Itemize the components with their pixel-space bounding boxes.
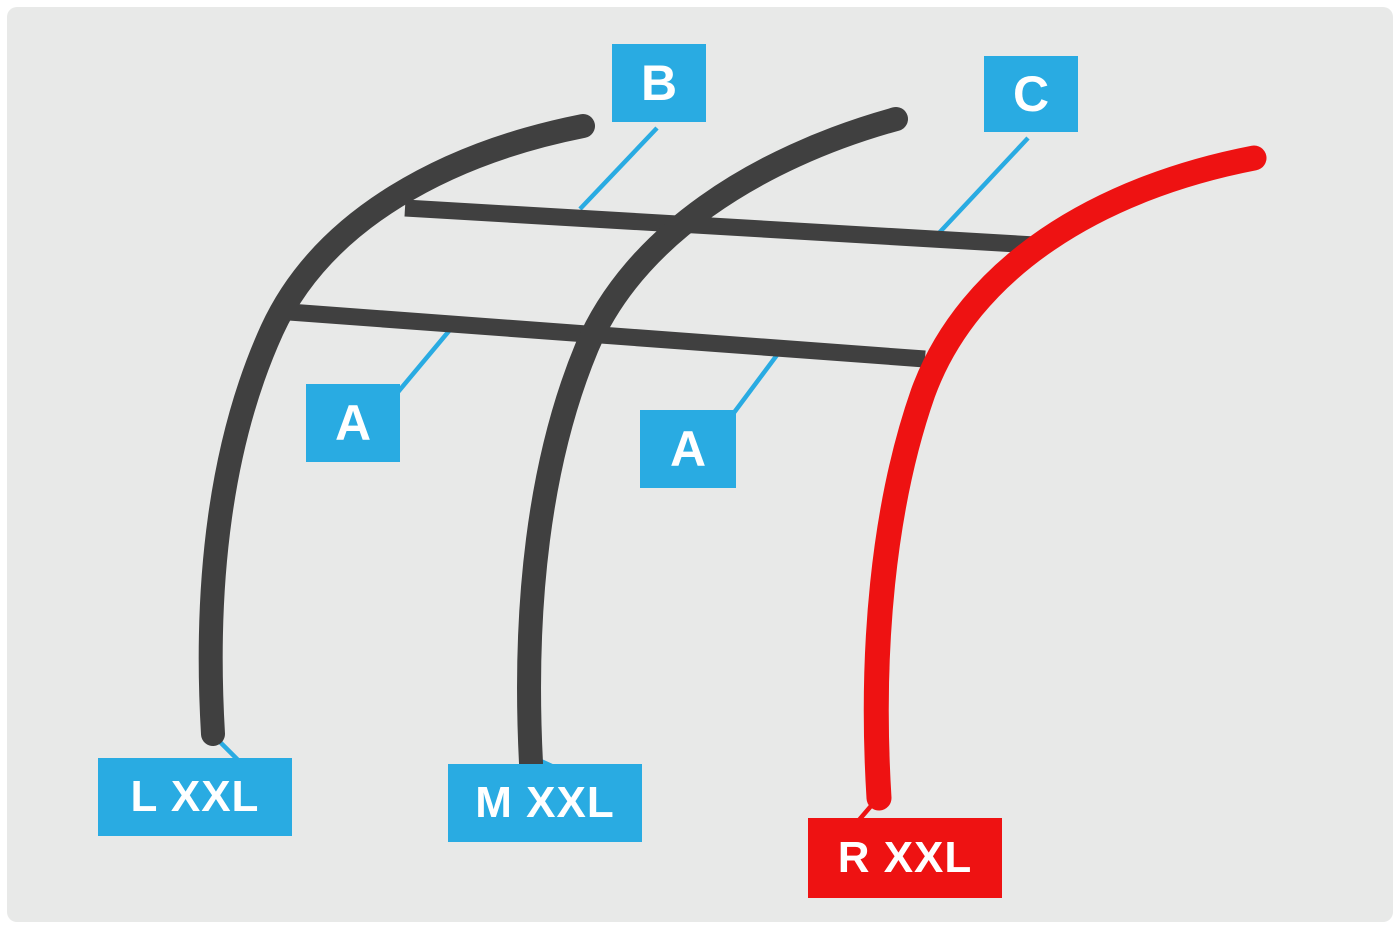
pole-middle-m-xxl (517, 107, 908, 775)
pole-right-r-xxl-highlighted (863, 145, 1267, 811)
label-crossbar-c: C (984, 56, 1078, 132)
diagram-canvas: B C A A L XXL M XXL R XXL (7, 7, 1393, 922)
label-crossbar-a-left: A (306, 384, 400, 462)
label-pole-l-xxl: L XXL (98, 758, 292, 836)
label-crossbar-b: B (612, 44, 706, 122)
leader-line-c (937, 136, 1030, 235)
leader-line-b (578, 126, 659, 211)
leader-line-a-right (728, 353, 779, 420)
pole-left-l-xxl (198, 114, 595, 746)
awning-pole-frame-diagram (198, 107, 1267, 829)
crossbar-lower (288, 303, 926, 368)
crossbar-top (404, 199, 1036, 254)
label-pole-r-xxl: R XXL (808, 818, 1002, 898)
label-crossbar-a-right: A (640, 410, 736, 488)
label-pole-m-xxl: M XXL (448, 764, 642, 842)
